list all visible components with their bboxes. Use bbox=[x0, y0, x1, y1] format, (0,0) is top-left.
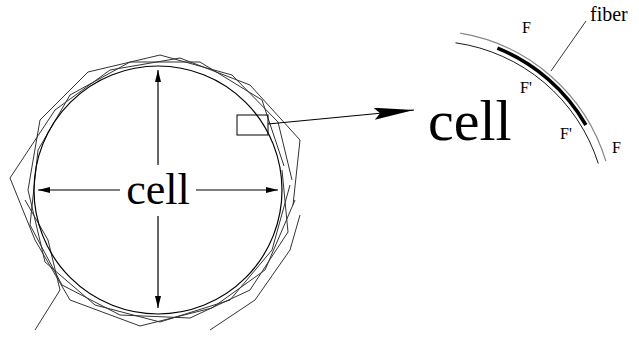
force-label: F bbox=[522, 20, 531, 36]
force-label: F' bbox=[560, 126, 572, 142]
force-label: F bbox=[612, 140, 621, 156]
arrow bbox=[157, 216, 158, 308]
zoom-label: cell bbox=[428, 92, 512, 150]
fiber-network bbox=[10, 55, 300, 330]
cell-membrane bbox=[34, 66, 282, 314]
fiber-strand bbox=[210, 215, 300, 330]
zoom-arrow bbox=[268, 110, 414, 124]
arrow bbox=[157, 70, 158, 165]
fiber-loop bbox=[10, 58, 300, 326]
fiber-strand bbox=[25, 200, 60, 330]
expansion-arrows bbox=[38, 70, 278, 308]
node-text: cell bbox=[126, 168, 190, 212]
zoom-box bbox=[237, 115, 268, 135]
fiber-loop bbox=[28, 55, 292, 322]
fiber-label: fiber bbox=[590, 4, 628, 24]
leader-line bbox=[551, 21, 586, 71]
arrow bbox=[196, 189, 278, 190]
arrow bbox=[38, 189, 120, 190]
force-label: F' bbox=[520, 80, 532, 96]
cell-circle: cell bbox=[33, 65, 283, 315]
